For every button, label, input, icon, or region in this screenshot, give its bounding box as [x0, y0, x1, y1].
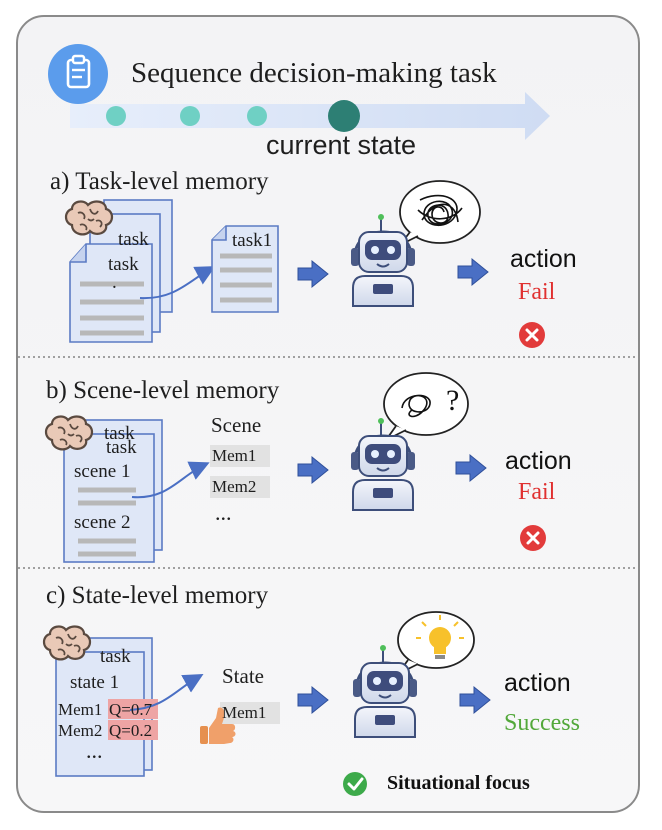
current-state-dot [328, 100, 360, 132]
brain-icon [42, 625, 92, 661]
scene-list-title: Scene [211, 413, 262, 437]
arrow-right-icon [297, 260, 329, 288]
task-level-heading: a) Task-level memory [50, 168, 269, 195]
task-doc-back-label: task [118, 229, 149, 250]
state-mem1: Mem1 [58, 700, 103, 719]
selected-state-mem: Mem1 [222, 703, 267, 722]
state-dot [106, 106, 126, 126]
action-label: action [505, 447, 572, 475]
situational-focus-label: Situational focus [387, 772, 530, 794]
brain-icon [44, 415, 94, 451]
mem2-box [210, 476, 270, 498]
timeline-arrow [70, 92, 550, 140]
fail-label: Fail [518, 279, 556, 305]
scene-ellipsis: ... [215, 500, 232, 525]
arrow-right-icon [455, 454, 487, 482]
state-dot [247, 106, 267, 126]
state-ellipsis: ... [86, 738, 103, 763]
mem1-box [210, 445, 270, 467]
state-q1: Q=0.7 [109, 700, 153, 719]
state-level-heading: c) State-level memory [46, 582, 269, 609]
lightbulb-icon [416, 615, 464, 659]
check-circle-icon [343, 772, 367, 796]
selected-task-label: task1 [232, 230, 273, 251]
thought-bubble-question [383, 372, 469, 441]
state-doc-label: task [100, 646, 131, 667]
q-low-highlight [108, 720, 158, 740]
selected-task-doc [211, 225, 279, 313]
action-label: action [504, 669, 571, 697]
thumbs-up-icon [200, 707, 236, 744]
state-doc-stack [55, 637, 158, 777]
fail-label: Fail [518, 479, 556, 505]
scene2-label: scene 2 [74, 512, 131, 533]
task-doc-front-label: task [108, 254, 139, 275]
success-label: Success [504, 710, 580, 736]
scene-doc-back-label: task [104, 423, 135, 444]
x-circle-icon [517, 320, 547, 350]
arrow-right-icon [457, 258, 489, 286]
selected-mem-box [220, 702, 280, 724]
scene-level-heading: b) Scene-level memory [46, 377, 280, 404]
selected-state-title: State [222, 664, 264, 688]
state-q2: Q=0.2 [109, 721, 153, 740]
thought-bubble-scribble [399, 180, 481, 246]
arrow-right-icon [297, 686, 329, 714]
scene1-label: scene 1 [74, 461, 131, 482]
action-label: action [510, 245, 577, 273]
arrow-right-icon [459, 686, 491, 714]
arrow-right-icon [297, 456, 329, 484]
scene-doc-stack [63, 419, 163, 563]
scene-mem2: Mem2 [212, 477, 257, 496]
state-dot [180, 106, 200, 126]
state-mem2: Mem2 [58, 721, 103, 740]
scene-doc-front-label: task [106, 437, 137, 458]
state1-label: state 1 [70, 672, 120, 693]
current-state-label: current state [266, 130, 417, 160]
figure-title: Sequence decision-making task [131, 57, 497, 89]
task-doc-dot: . [112, 272, 117, 293]
brain-icon [64, 200, 114, 236]
clipboard-icon [48, 44, 108, 104]
x-circle-icon [518, 523, 548, 553]
scene-mem1: Mem1 [212, 446, 257, 465]
question-mark: ? [446, 384, 460, 417]
